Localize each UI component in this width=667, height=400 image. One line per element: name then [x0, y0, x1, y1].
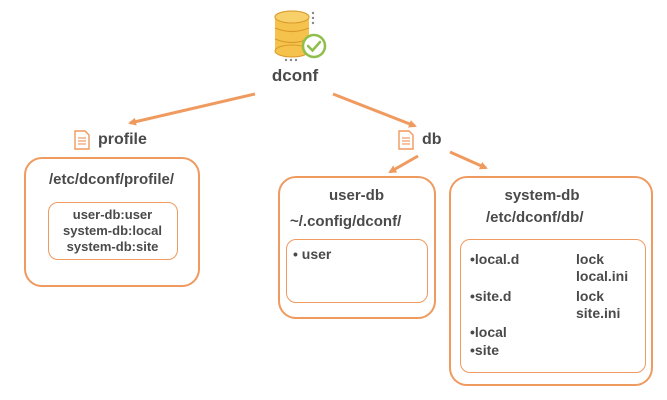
system-db-dir-target: lock: [576, 251, 605, 267]
db-label: db: [422, 131, 442, 148]
profile-label: profile: [98, 131, 147, 148]
system-db-box: system-db /etc/dconf/db/ •local.d lock l…: [449, 176, 653, 386]
profile-document-icon: [74, 130, 90, 150]
arrow-root-to-db: [332, 92, 417, 128]
profile-entry: system-db:site: [66, 239, 159, 254]
profile-entries-box: user-db:user system-db:local system-db:s…: [48, 202, 178, 260]
system-db-title: system-db: [504, 187, 580, 204]
db-document-icon: [398, 130, 414, 150]
system-db-dir: •local.d: [470, 251, 520, 267]
arrow-db-to-system-db: [449, 150, 488, 170]
arrow-root-to-profile: [128, 92, 256, 126]
database-check-icon: [270, 8, 330, 64]
system-db-path: /etc/dconf/db/: [486, 209, 584, 226]
system-db-file: •local: [470, 324, 507, 340]
system-db-file: •site: [470, 342, 500, 358]
arrow-db-to-user-db: [388, 154, 419, 174]
system-db-items-box: •local.d lock local.ini •site.d lock sit…: [460, 239, 646, 373]
user-db-item: • user: [293, 246, 332, 262]
user-db-box: user-db ~/.config/dconf/ • user: [278, 176, 436, 319]
root-label: dconf: [271, 66, 319, 85]
system-db-dir-target: local.ini: [576, 268, 629, 284]
profile-entry: user-db:user: [72, 207, 153, 222]
profile-box: /etc/dconf/profile/ user-db:user system-…: [24, 157, 200, 287]
profile-path: /etc/dconf/profile/: [48, 171, 174, 188]
user-db-items-box: • user: [286, 239, 428, 303]
system-db-dir: •site.d: [470, 288, 512, 304]
profile-entry: system-db:local: [63, 223, 162, 238]
system-db-dir-target: lock: [576, 288, 605, 304]
user-db-path: ~/.config/dconf/: [290, 213, 402, 230]
system-db-dir-target: site.ini: [576, 305, 621, 321]
user-db-title: user-db: [328, 187, 384, 204]
